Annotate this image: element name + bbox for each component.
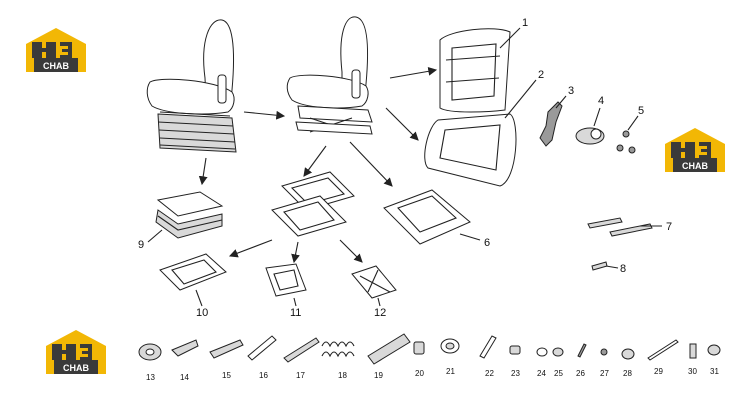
part-18-spring xyxy=(321,341,355,358)
callout-11: 11 xyxy=(290,307,301,319)
logo-text: CHAB xyxy=(43,61,69,71)
callout-24: 24 xyxy=(537,369,546,378)
callout-12: 12 xyxy=(374,307,386,319)
callout-23: 23 xyxy=(511,369,520,378)
seat-assembly-with-suspension xyxy=(286,16,373,135)
part-12-link-arm xyxy=(351,265,397,299)
callout-20: 20 xyxy=(415,369,424,378)
brand-logo-right: CHAB xyxy=(665,128,725,172)
part-6-mounting-plate xyxy=(383,189,471,245)
seat-assembly-with-bellows xyxy=(146,19,237,153)
callout-6: 6 xyxy=(484,237,490,249)
part-16 xyxy=(247,335,277,361)
callout-10: 10 xyxy=(196,307,208,319)
suspension-frame-assembly xyxy=(271,171,355,237)
callout-30: 30 xyxy=(688,367,697,376)
part-5-fasteners xyxy=(616,130,636,154)
callout-25: 25 xyxy=(554,369,563,378)
part-21 xyxy=(440,338,460,354)
callout-labels: 1 2 3 4 5 6 7 8 9 10 11 12 13 14 15 16 1… xyxy=(138,17,719,382)
callout-3: 3 xyxy=(568,85,574,97)
part-4-knob xyxy=(575,127,605,145)
part-7-slide-rails xyxy=(587,217,653,237)
callout-5: 5 xyxy=(638,105,644,117)
part-29 xyxy=(647,339,679,361)
callout-31: 31 xyxy=(710,367,719,376)
callout-29: 29 xyxy=(654,367,663,376)
part-22 xyxy=(479,335,497,359)
callout-9: 9 xyxy=(138,239,144,251)
part-10-base-frame xyxy=(159,253,227,291)
part-28 xyxy=(621,348,635,360)
part-14 xyxy=(171,339,199,357)
callout-28: 28 xyxy=(623,369,632,378)
leader-lines xyxy=(147,27,662,307)
logo-text: CHAB xyxy=(682,161,708,171)
callout-15: 15 xyxy=(222,371,231,380)
callout-22: 22 xyxy=(485,369,494,378)
part-2-seat-cushion xyxy=(424,113,517,187)
flow-arrows xyxy=(198,66,438,264)
callout-1: 1 xyxy=(522,17,528,29)
part-26 xyxy=(577,343,587,358)
callout-18: 18 xyxy=(338,371,347,380)
part-30 xyxy=(689,343,697,359)
part-13 xyxy=(138,343,162,361)
part-25 xyxy=(552,347,564,357)
part-9-bellows xyxy=(155,191,224,239)
part-19-damper xyxy=(367,333,411,365)
callout-27: 27 xyxy=(600,369,609,378)
part-15 xyxy=(209,339,244,359)
callout-19: 19 xyxy=(374,371,383,380)
part-31 xyxy=(707,344,721,356)
part-20 xyxy=(413,341,425,355)
part-1-backrest-cushion xyxy=(439,28,511,113)
callout-7: 7 xyxy=(666,221,672,233)
small-parts-row xyxy=(138,333,721,365)
callout-4: 4 xyxy=(598,95,604,107)
callout-26: 26 xyxy=(576,369,585,378)
callout-16: 16 xyxy=(259,371,268,380)
part-8-pin xyxy=(591,261,608,271)
callout-17: 17 xyxy=(296,371,305,380)
part-24 xyxy=(536,347,548,357)
part-27 xyxy=(600,348,608,356)
part-23 xyxy=(509,345,521,355)
part-3-bracket xyxy=(539,101,563,147)
brand-logo-top-left: CHAB xyxy=(26,28,86,72)
callout-2: 2 xyxy=(538,69,544,81)
logo-text: CHAB xyxy=(63,363,89,373)
callout-8: 8 xyxy=(620,263,626,275)
callout-14: 14 xyxy=(180,373,189,382)
part-11-link-frame xyxy=(265,263,307,297)
part-17 xyxy=(283,337,320,363)
brand-logo-bottom-left: CHAB xyxy=(46,330,106,374)
callout-13: 13 xyxy=(146,373,155,382)
callout-21: 21 xyxy=(446,367,455,376)
